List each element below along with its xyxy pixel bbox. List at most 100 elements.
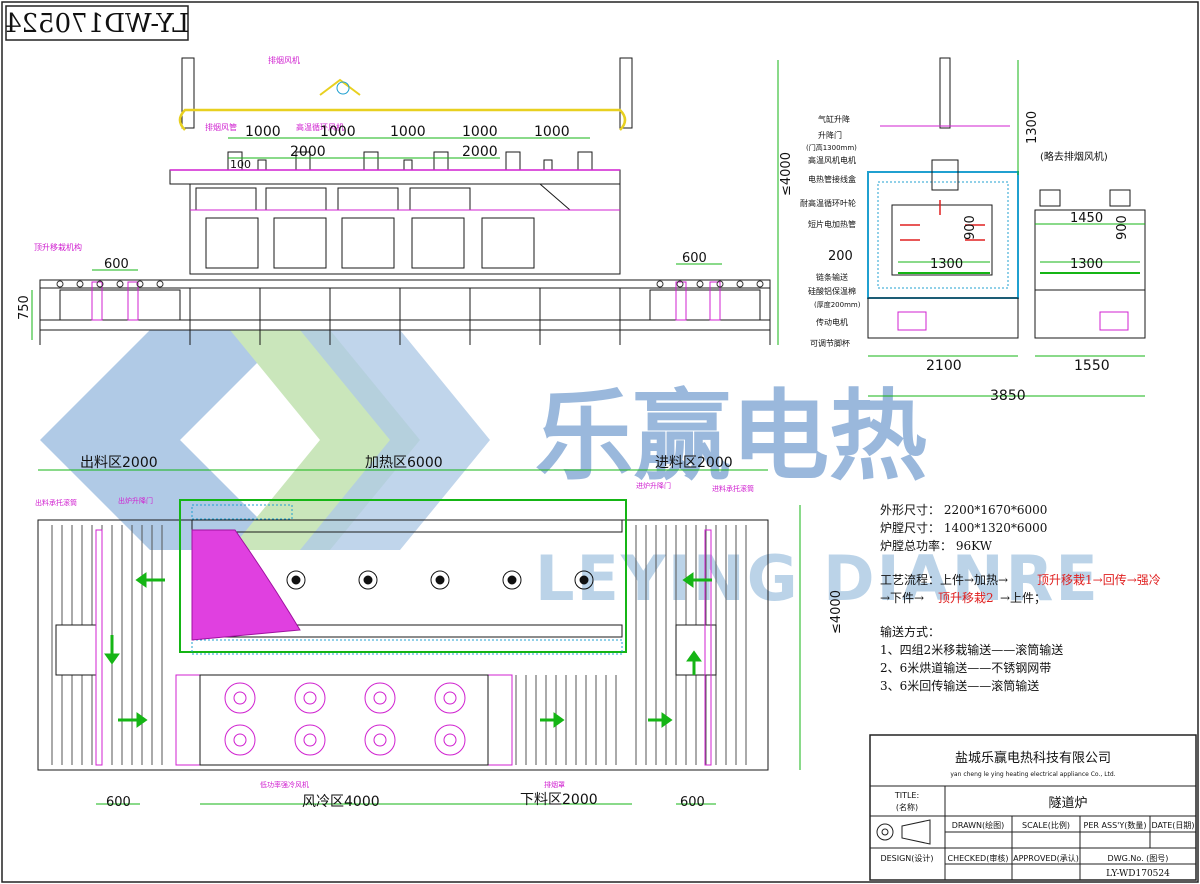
- spec-process-d: 顶升移栽2: [938, 591, 994, 605]
- plan-view-labels: 出料区2000 加热区6000 进料区2000 风冷区4000 下料区2000 …: [35, 455, 844, 810]
- title-block-text: 盐城乐赢电热科技有限公司 yan cheng le ying heating e…: [880, 750, 1194, 879]
- watermark-cn: 乐赢电热: [535, 380, 927, 494]
- label-exhaust-fan: 排烟风机: [268, 55, 300, 65]
- dim-900: 900: [963, 215, 978, 240]
- mesh-belt: [191, 529, 301, 641]
- label-date: DATE(日期): [1151, 821, 1194, 830]
- side-label-8: 硅酸铝保温棉: [808, 286, 856, 296]
- company-cn: 盐城乐赢电热科技有限公司: [955, 750, 1111, 766]
- dim-200: 200: [828, 249, 853, 264]
- dim-600-right: 600: [682, 251, 707, 266]
- specs: 外形尺寸： 2200*1670*6000 炉膛尺寸： 1400*1320*600…: [880, 503, 1161, 693]
- dim-1300-v: 1300: [1025, 111, 1040, 144]
- exhaust-duct-path: [178, 108, 627, 131]
- spec-convey-2: 2、6米烘道输送——不锈钢网带: [880, 660, 1051, 675]
- side-label-2: (门高1300mm): [806, 143, 857, 152]
- dim-top-3: 1000: [390, 124, 426, 140]
- label-design: DESIGN(设计): [880, 853, 933, 863]
- dim-2100: 2100: [926, 358, 962, 374]
- label-approved: APPROVED(承认): [1013, 853, 1079, 863]
- dim-100: 100: [230, 158, 251, 171]
- lower-rail: [39, 319, 771, 331]
- conveyor-rail: [39, 279, 771, 289]
- zone-out: 出料区2000: [80, 455, 158, 471]
- label-exhaust-duct: 排烟风管: [205, 122, 237, 132]
- label-circ-fan: 高温循环风机: [296, 122, 344, 132]
- title-value: 隧道炉: [1048, 795, 1087, 811]
- dim-2000-a: 2000: [290, 144, 326, 160]
- dim-top-1: 1000: [245, 124, 281, 140]
- dim-plan-600-r: 600: [680, 795, 705, 810]
- heating-zone: [179, 499, 627, 653]
- title-label: TITLE:: [894, 791, 919, 800]
- side-view-labels: 气缸升降 升降门 (门高1300mm) 高温风机电机 电热管接线盒 耐高温循环叶…: [777, 60, 1145, 404]
- zone-heat: 加热区6000: [365, 455, 443, 471]
- top-beam: [169, 169, 621, 185]
- label-cool-fan: 低功率强冷风机: [260, 780, 309, 789]
- label-in-roller: 进料承托滚筒: [712, 484, 754, 493]
- front-view-labels: 排烟风机 排烟风管 高温循环风机 顶升移栽机构 1000 1000 1000 1…: [17, 55, 722, 340]
- dim-750: 750: [17, 295, 32, 320]
- spec-process-e: →上件；: [1000, 591, 1046, 605]
- cylinder: [939, 57, 951, 129]
- watermark-en: LEYING DIANRE: [535, 542, 1100, 615]
- label-dwg-no: DWG.No. (图号): [1108, 854, 1169, 863]
- label-checked: CHECKED(审核): [948, 853, 1009, 863]
- dim-4000: ≤4000: [779, 152, 794, 196]
- dim-1450: 1450: [1070, 211, 1103, 226]
- side-label-11: 可调节脚杯: [810, 338, 850, 348]
- exhaust-stack-right: [619, 57, 633, 129]
- drawing-number-flipped-text: LY-WD170524: [5, 9, 189, 39]
- label-in-door: 进炉升降门: [636, 481, 671, 490]
- label-lift-mech: 顶升移栽机构: [34, 242, 82, 252]
- side-label-10: 传动电机: [816, 317, 848, 327]
- side-label-3: 高温风机电机: [808, 155, 856, 165]
- label-out-door: 出炉升降门: [118, 496, 153, 505]
- dim-top-5: 1000: [534, 124, 570, 140]
- spec-chamber: 炉膛尺寸： 1400*1320*6000: [880, 521, 1047, 535]
- plan-view: [37, 499, 769, 771]
- dwg-value: LY-WD170524: [1106, 869, 1170, 879]
- oven-body: [189, 183, 621, 275]
- side-label-4: 电热管接线盒: [808, 174, 856, 184]
- spec-process-a: 工艺流程：上件→加热→: [880, 572, 1008, 587]
- side-label-0: 气缸升降: [818, 114, 850, 124]
- chamber-inner: [891, 204, 993, 276]
- spec-convey-title: 输送方式：: [880, 624, 940, 639]
- spec-process-c: →下件→: [880, 591, 924, 605]
- spec-convey-3: 3、6米回传输送——滚筒输送: [880, 678, 1039, 693]
- side-note: (略去排烟风机): [1040, 150, 1108, 163]
- side-label-6: 短片电加热管: [808, 219, 856, 229]
- label-out-roller: 出料承托滚筒: [35, 498, 77, 507]
- spec-power: 炉膛总功率： 96KW: [880, 538, 993, 553]
- exhaust-stack-left: [181, 57, 195, 129]
- front-view: [39, 57, 771, 345]
- drawing-number-flipped: LY-WD170524: [5, 5, 189, 41]
- side-label-1: 升降门: [818, 130, 842, 140]
- dim-600-left: 600: [104, 257, 129, 272]
- label-drawn: DRAWN(绘图): [952, 820, 1005, 830]
- dim-1300-b: 1300: [1070, 257, 1103, 272]
- dim-900-b: 900: [1115, 215, 1130, 240]
- side-label-7: 链条输送: [816, 272, 848, 282]
- zone-cool: 风冷区4000: [302, 794, 380, 810]
- title-block: [869, 734, 1197, 881]
- label-exhaust-hood: 排烟罩: [544, 780, 565, 789]
- dim-plan-600-l: 600: [106, 795, 131, 810]
- zone-in: 进料区2000: [655, 455, 733, 471]
- watermark: 乐赢电热 LEYING DIANRE: [40, 330, 1100, 615]
- dim-2000-b: 2000: [462, 144, 498, 160]
- spec-size: 外形尺寸： 2200*1670*6000: [880, 503, 1047, 517]
- side-label-5: 耐高温循环叶轮: [800, 198, 856, 208]
- dim-1300-inner: 1300: [930, 257, 963, 272]
- dim-1550: 1550: [1074, 358, 1110, 374]
- dim-top-4: 1000: [462, 124, 498, 140]
- side-label-9: (厚度200mm): [814, 300, 861, 309]
- chamber-outer: [867, 171, 1019, 299]
- zone-unload: 下料区2000: [520, 792, 598, 808]
- dim-3850: 3850: [990, 388, 1026, 404]
- spec-process-b: 顶升移栽1→回传→强冷: [1037, 572, 1161, 587]
- dim-plan-4000: ≤4000: [829, 590, 844, 634]
- label-scale: SCALE(比例): [1022, 820, 1070, 830]
